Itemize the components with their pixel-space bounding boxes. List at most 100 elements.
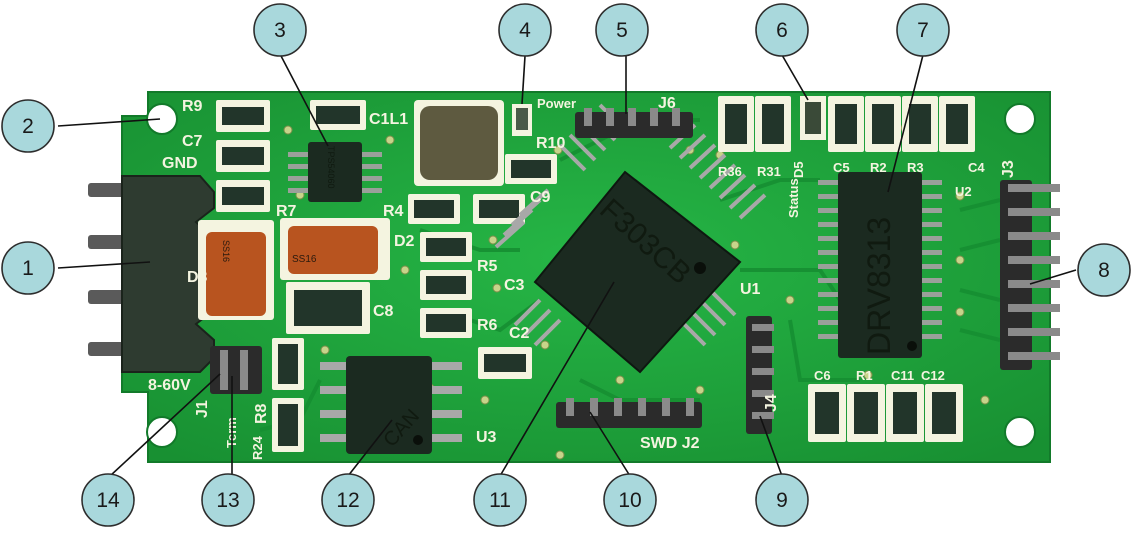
callout-number: 6	[776, 19, 788, 42]
label-d5: D5	[791, 161, 806, 178]
callout-number: 1	[22, 257, 34, 280]
label-r31: R31	[757, 164, 781, 179]
header-j2-swd	[556, 398, 702, 428]
can-transceiver: CAN	[320, 356, 462, 454]
mcu-pins	[494, 103, 767, 347]
label-r24: R24	[250, 435, 265, 460]
diode-d2: SS16	[280, 218, 390, 280]
label-c3: C3	[504, 277, 525, 294]
callout-circle	[595, 3, 649, 57]
label-r2: R2	[870, 160, 887, 175]
callout-number: 12	[336, 489, 359, 512]
power-led	[512, 104, 532, 136]
regulator-ic: TPS54060	[288, 142, 382, 202]
callout-circle	[473, 473, 527, 527]
label-swd-j2: SWD J2	[640, 435, 700, 452]
label-c11: C11	[891, 368, 914, 383]
callout-circle	[253, 3, 307, 57]
callout-circle	[498, 3, 552, 57]
header-j4	[746, 316, 774, 434]
label-r9: R9	[182, 98, 203, 115]
label-c1l1: C1L1	[369, 111, 408, 128]
label-d2: D2	[394, 233, 415, 250]
label-r7: R7	[276, 203, 297, 220]
header-j3	[1000, 180, 1060, 370]
label-u1: U1	[740, 281, 761, 298]
label-r3: R3	[907, 160, 924, 175]
callout-circle	[81, 473, 135, 527]
silkscreen-labels: R9 C7 GND R7 C1L1 Power J6 R10 C9 R4 D2 …	[148, 95, 1017, 460]
label-r5: R5	[477, 258, 498, 275]
label-c6: C6	[814, 368, 831, 383]
callout-number: 14	[96, 489, 120, 512]
callout-number: 5	[616, 19, 628, 42]
label-c4: C4	[968, 160, 985, 175]
callout-circle	[1077, 243, 1131, 297]
label-j6: J6	[658, 95, 676, 112]
label-power: Power	[537, 96, 576, 111]
header-j1-small	[210, 346, 262, 394]
label-status: Status	[786, 178, 801, 218]
callout-3: 3	[253, 3, 307, 57]
label-r36: R36	[718, 164, 742, 179]
callout-leaders	[57, 53, 1077, 477]
callout-14: 14	[81, 473, 135, 527]
driver-chip-label: DRV8313	[861, 217, 897, 355]
callout-number: 7	[917, 19, 929, 42]
label-d3: D3	[187, 269, 208, 286]
callout-11: 11	[473, 473, 527, 527]
label-c2: C2	[509, 325, 530, 342]
driver-chip: DRV8313	[818, 172, 942, 358]
callout-7: 7	[896, 3, 950, 57]
callout-circle	[755, 3, 809, 57]
callout-5: 5	[595, 3, 649, 57]
inductor-l1	[414, 100, 504, 186]
label-c12: C12	[921, 368, 945, 383]
callout-circle	[1, 241, 55, 295]
header-j6	[575, 108, 693, 138]
callout-6: 6	[755, 3, 809, 57]
callout-number: 13	[216, 489, 239, 512]
label-c5: C5	[833, 160, 850, 175]
label-j1: J1	[194, 400, 211, 418]
label-r4: R4	[383, 203, 404, 220]
label-r1: R1	[856, 368, 873, 383]
callout-number: 4	[519, 19, 531, 42]
callout-circle	[603, 473, 657, 527]
label-c9: C9	[530, 189, 551, 206]
mounting-holes	[146, 103, 1036, 448]
callout-number: 10	[618, 489, 641, 512]
diode-d3: SS16	[198, 220, 274, 320]
callout-1: 1	[1, 241, 55, 295]
label-8-60v: 8-60V	[148, 377, 191, 394]
callout-number: 11	[489, 489, 511, 512]
diode-d2-label: SS16	[292, 254, 317, 265]
label-j4: J4	[763, 394, 780, 412]
label-u3: U3	[476, 429, 497, 446]
callout-number: 3	[274, 19, 286, 42]
callout-circle	[755, 473, 809, 527]
callout-4: 4	[498, 3, 552, 57]
callout-circle	[201, 473, 255, 527]
callout-12: 12	[321, 473, 375, 527]
label-j3: J3	[1000, 160, 1017, 178]
label-u2: U2	[955, 184, 972, 199]
callout-circle	[896, 3, 950, 57]
callout-2: 2	[1, 99, 55, 153]
callout-number: 2	[22, 115, 34, 138]
status-led-d5	[800, 96, 826, 140]
callout-13: 13	[201, 473, 255, 527]
label-c8: C8	[373, 303, 394, 320]
label-r6: R6	[477, 317, 498, 334]
callout-9: 9	[755, 473, 809, 527]
label-r8: R8	[253, 403, 270, 424]
label-gnd: GND	[162, 155, 198, 172]
diode-d3-label: SS16	[221, 240, 231, 262]
smd-footprints	[216, 96, 975, 452]
power-header-j1-left	[88, 175, 215, 373]
callout-circle	[1, 99, 55, 153]
callout-8: 8	[1077, 243, 1131, 297]
